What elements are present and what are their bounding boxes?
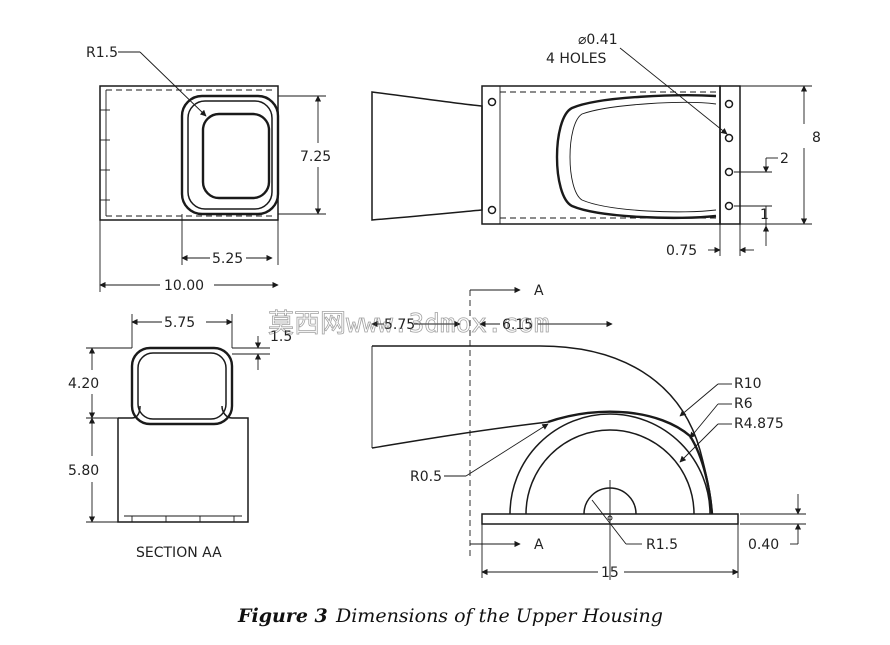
caption-text: Dimensions of the Upper Housing — [335, 605, 663, 627]
label-r-top-left: R1.5 — [86, 45, 118, 61]
top-left-view: R1.5 7.25 5.25 10.00 — [86, 45, 331, 294]
outer-rounded-rect — [180, 94, 280, 216]
label-r1-5-bottom: R1.5 — [646, 537, 678, 553]
label-dim-5-80: 5.80 — [68, 463, 99, 479]
label-dim-0-40: 0.40 — [748, 537, 779, 553]
left-flange-ticks — [100, 109, 110, 201]
label-dim-8: 8 — [812, 130, 821, 146]
label-r4-875: R4.875 — [734, 416, 784, 432]
label-section-a-top: A — [534, 283, 544, 299]
label-dim-5-75-left: 5.75 — [164, 315, 195, 331]
figure-caption: Figure 3 Dimensions of the Upper Housing — [237, 605, 663, 627]
mount-holes — [487, 97, 734, 215]
label-r10: R10 — [734, 376, 762, 392]
base-ticks — [131, 516, 235, 522]
label-dim-0-75: 0.75 — [666, 243, 697, 259]
label-dim-6-15: 6.15 — [502, 317, 533, 333]
section-aa-view: 5.75 1.5 4.20 5.80 SECTION AA — [68, 314, 292, 561]
label-dim-1: 1 — [760, 207, 769, 223]
label-dim-2: 2 — [780, 151, 789, 167]
label-r6: R6 — [734, 396, 753, 412]
label-hole-count: 4 HOLES — [546, 51, 607, 67]
label-section-title: SECTION AA — [136, 545, 222, 561]
label-hole-dia: ⌀0.41 — [578, 32, 618, 48]
caption-figure: Figure 3 — [237, 605, 328, 627]
label-dim-5-25: 5.25 — [212, 251, 243, 267]
label-dim-1-5-small: 1.5 — [270, 329, 292, 345]
label-dim-4-20: 4.20 — [68, 376, 99, 392]
top-right-view: ⌀0.41 4 HOLES 8 2 1 0.75 — [371, 32, 821, 259]
label-dim-15: 15 — [601, 565, 619, 581]
label-dim-7-25: 7.25 — [300, 149, 331, 165]
watermark: 莫西网www.3dmox.com — [268, 309, 550, 339]
label-dim-10-00: 10.00 — [164, 278, 204, 294]
inner-rounded-rect — [201, 112, 271, 200]
side-view: A A 5.75 6.15 R10 R6 R4.875 R0.5 — [371, 283, 806, 581]
label-r0-5: R0.5 — [410, 469, 442, 485]
label-dim-5-75-mid: 5.75 — [384, 317, 415, 333]
label-section-a-bottom: A — [534, 537, 544, 553]
